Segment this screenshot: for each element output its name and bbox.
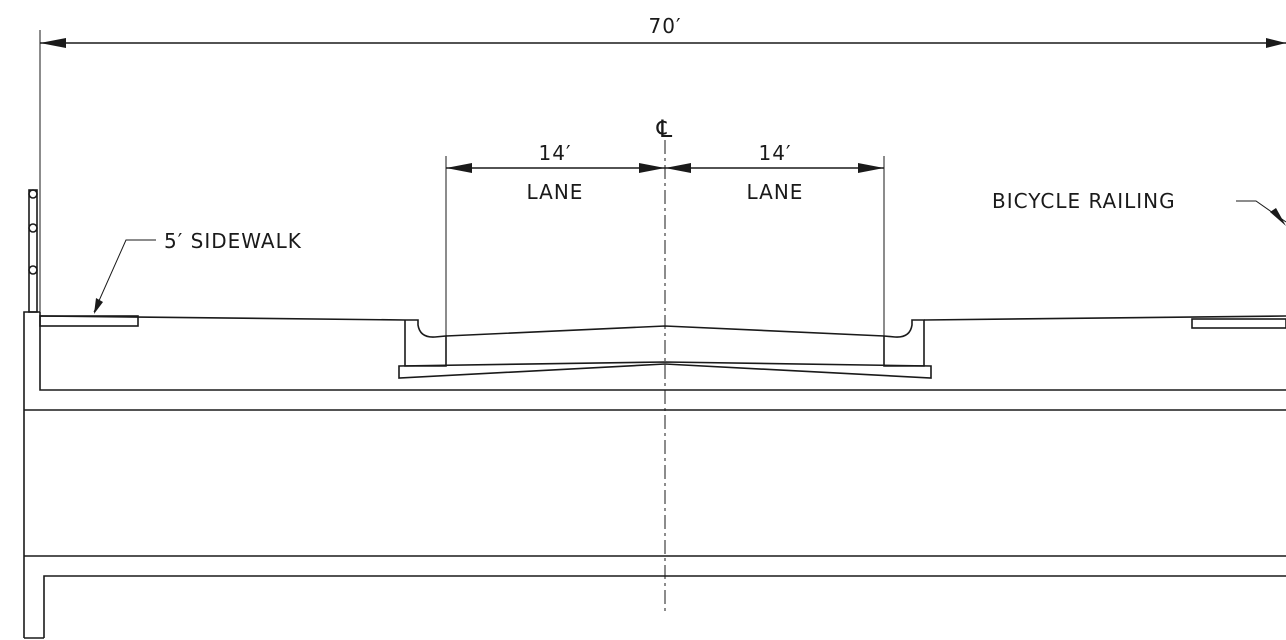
right-sidewalk-slab — [1191, 318, 1286, 329]
sidewalk-leader-arrowhead — [94, 298, 103, 314]
left-fascia-outer — [23, 311, 40, 638]
right-lane-width-label: 14′ — [759, 141, 792, 165]
sidewalk-callout-label: 5′ SIDEWALK — [164, 229, 302, 253]
overall-width-dimension: 70′ — [39, 14, 1286, 318]
railing-rail-middle — [28, 223, 38, 233]
railing-rail-top — [28, 189, 38, 199]
overall-arrowhead-right — [1266, 38, 1286, 48]
left-lane-width-label: 14′ — [539, 141, 572, 165]
girder-bottom-flange — [43, 575, 1286, 638]
sidewalk-leader-line — [93, 239, 156, 313]
left-lane-arrowhead-outer — [446, 163, 472, 173]
right-sidewalk-surface — [923, 315, 1286, 321]
right-curb — [883, 319, 925, 367]
left-lane-label: LANE — [527, 180, 584, 204]
deck-slab-bottom — [39, 312, 1286, 391]
railing-post-shaft — [28, 189, 38, 313]
right-lane-arrowhead-inner — [665, 163, 691, 173]
approach-slab — [398, 361, 932, 379]
sidewalk-callout: 5′ SIDEWALK — [93, 229, 302, 314]
lane-dimensions: 14′ LANE 14′ LANE — [445, 141, 885, 336]
railing-post — [28, 189, 38, 313]
bridge-deck — [23, 311, 1286, 639]
railing-callout: BICYCLE RAILING — [992, 189, 1286, 226]
right-lane-label: LANE — [747, 180, 804, 204]
railing-rail-bottom — [28, 265, 38, 275]
overall-arrowhead-left — [40, 38, 66, 48]
left-sidewalk-slab — [39, 315, 139, 327]
roadway-surface — [445, 325, 885, 337]
left-curb — [404, 319, 447, 367]
centerline-symbol: ℄ — [656, 115, 673, 143]
centerline: ℄ — [656, 115, 673, 612]
railing-callout-label: BICYCLE RAILING — [992, 189, 1176, 213]
right-lane-arrowhead-outer — [858, 163, 884, 173]
railing-leader-arrowhead — [1270, 208, 1286, 226]
overall-width-label: 70′ — [649, 14, 682, 38]
left-lane-arrowhead-inner — [639, 163, 665, 173]
